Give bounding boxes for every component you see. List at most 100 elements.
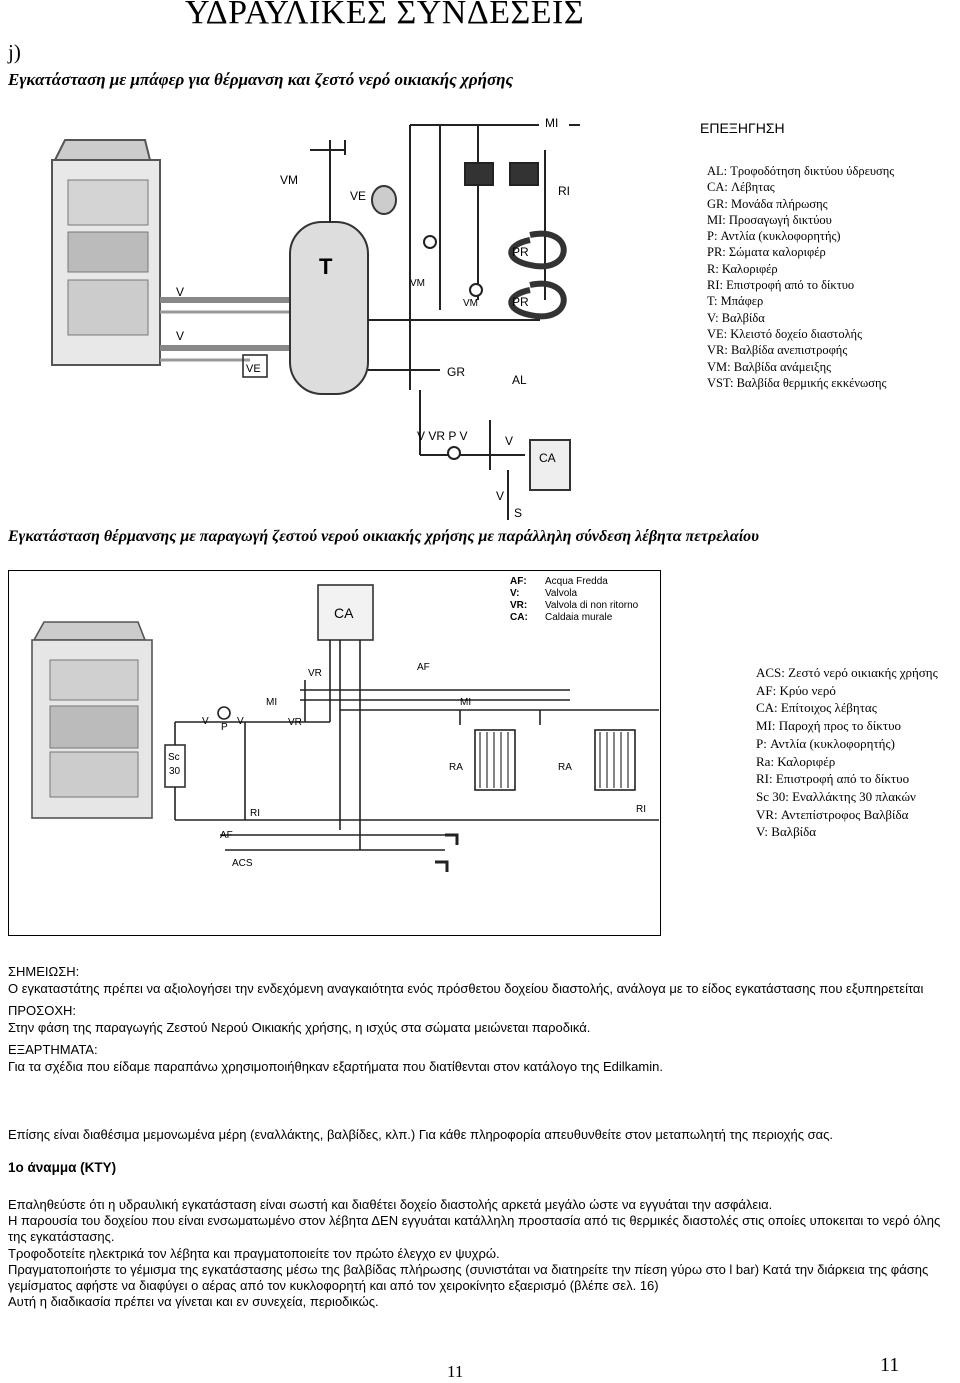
legend-heading: ΕΠΕΞΗΓΗΣΗ — [700, 120, 785, 136]
faucet-icon — [435, 860, 449, 872]
buffer-tank — [289, 221, 369, 395]
ignition-paragraphs: Επαληθεύστε ότι η υδραυλική εγκατάσταση … — [8, 1197, 953, 1310]
label-ve: VE — [246, 363, 261, 375]
pump-icon — [423, 235, 437, 249]
ignition-heading: 1ο άναμμα (ΚΤΥ) — [8, 1160, 117, 1175]
inner-legend-value: Caldaia murale — [545, 612, 613, 623]
label-sc: Sc — [168, 752, 180, 763]
parallel-boiler-diagram: AF: Acqua Fredda V: Valvola VR: Valvola … — [31, 576, 659, 872]
wall-boiler — [529, 439, 571, 491]
label-vm: VM — [410, 278, 425, 289]
legend-item: T: Μπάφερ — [707, 294, 764, 309]
inner-legend-value: Acqua Fredda — [545, 576, 608, 587]
page-number: 11 — [880, 1354, 900, 1376]
legend-item: CA: Επίτοιχος λέβητας — [756, 700, 877, 716]
ignition-paragraph: Η παρουσία του δοχείου που είναι ενσωματ… — [8, 1213, 941, 1245]
ignition-paragraph: Επαληθεύστε ότι η υδραυλική εγκατάσταση … — [8, 1197, 773, 1212]
label-sc30: 30 — [169, 766, 181, 777]
label-s: S — [514, 506, 522, 520]
label-v: V — [505, 434, 513, 448]
notes-block: ΣΗΜΕΙΩΣΗ: Ο εγκαταστάτης πρέπει να αξιολ… — [8, 964, 948, 1075]
label-vm: VM — [463, 298, 478, 309]
label-ra: RA — [558, 762, 572, 773]
inner-legend-key: CA: — [510, 612, 528, 623]
caution-text: Στην φάση της παραγωγής Ζεστού Νερού Οικ… — [8, 1019, 591, 1035]
ignition-paragraph: Πραγματοποιήστε το γέμισμα της εγκατάστα… — [8, 1261, 929, 1294]
pump-icon — [469, 283, 483, 297]
inner-legend-key: V: — [510, 588, 519, 599]
legend-item: V: Βαλβίδα — [707, 310, 765, 325]
legend-item: AF: Κρύο νερό — [756, 682, 836, 698]
page-title: ΥΔΡΑΥΛΙΚΕΣ ΣΥΝΔΕΣΕΙΣ — [185, 0, 585, 31]
diagram2-frame — [8, 570, 661, 936]
legend2-list: ACS: Ζεστό νερό οικιακής χρήσης AF: Κρύο… — [756, 664, 938, 841]
legend-item: RI: Επιστροφή από το δίκτυο — [707, 278, 855, 293]
label-ra: RA — [449, 762, 463, 773]
label-v: V — [202, 716, 209, 727]
wall-boiler — [317, 584, 374, 641]
label-v: V — [176, 329, 184, 343]
legend-item: P: Αντλία (κυκλοφορητής) — [756, 735, 895, 751]
label-af: AF — [220, 830, 233, 841]
label-al: AL — [512, 373, 527, 387]
legend-item: VR: Βαλβίδα ανεπιστροφής — [707, 343, 848, 358]
legend-item: Sc 30: Εναλλάκτης 30 πλακών — [756, 788, 916, 804]
label-t: T — [319, 254, 333, 279]
accessories-text: Για τα σχέδια που είδαμε παραπάνω χρησιμ… — [8, 1058, 663, 1074]
label-ri: RI — [636, 804, 646, 815]
label-vr: VR — [308, 668, 322, 679]
note-heading: ΣΗΜΕΙΩΣΗ: — [8, 964, 80, 979]
label-vvrpv: V VR P V — [417, 429, 467, 443]
inner-legend-key: AF: — [510, 576, 527, 587]
label-acs: ACS — [232, 858, 253, 869]
radiator-2 — [509, 162, 539, 186]
label-gr: GR — [447, 365, 465, 379]
availability-paragraph: Επίσης είναι διαθέσιμα μεμονωμένα μέρη (… — [8, 1127, 953, 1144]
availability-text: Επίσης είναι διαθέσιμα μεμονωμένα μέρη (… — [8, 1127, 834, 1142]
accessories-heading: ΕΞΑΡΤΗΜΑΤΑ: — [8, 1042, 98, 1057]
pump-icon — [447, 446, 461, 460]
legend-item: Ra: Καλοριφέρ — [756, 753, 836, 769]
legend-item: GR: Μονάδα πλήρωσης — [707, 196, 828, 211]
legend-item: MI: Παροχή προς το δίκτυο — [756, 718, 902, 734]
legend-item: RI: Επιστροφή από το δίκτυο — [756, 771, 910, 787]
label-mi: MI — [266, 697, 277, 708]
label-ve: VE — [350, 189, 366, 203]
legend-item: CA: Λέβητας — [707, 180, 775, 195]
label-v: V — [237, 716, 244, 727]
diagram2-caption: Εγκατάσταση θέρμανσης με παραγωγή ζεστού… — [8, 528, 759, 545]
ignition-paragraph: Αυτή η διαδικασία πρέπει να γίνεται και … — [8, 1294, 379, 1310]
caution-heading: ΠΡΟΣΟΧΗ: — [8, 1003, 76, 1018]
legend-item: VM: Βαλβίδα ανάμειξης — [707, 359, 832, 374]
legend-item: V: Βαλβίδα — [756, 824, 817, 840]
label-pr: PR — [512, 245, 529, 259]
legend-item: R: Καλοριφέρ — [707, 261, 778, 276]
label-af: AF — [417, 662, 430, 673]
legend-item: PR: Σώματα καλοριφέρ — [707, 245, 826, 260]
label-ri: RI — [250, 808, 260, 819]
legend-item: MI: Προσαγωγή δικτύου — [707, 212, 832, 227]
inner-legend-key: VR: — [510, 600, 527, 611]
label-vm: VM — [280, 173, 298, 187]
inner-legend-value: Valvola — [545, 588, 577, 599]
legend-item: AL: Τροφοδότηση δικτύου ύδρευσης — [707, 164, 895, 178]
legend-item: VR: Αντεπίστροφος Βαλβίδα — [756, 806, 909, 822]
faucet-icon — [445, 833, 459, 845]
inner-legend-value: Valvola di non ritorno — [545, 600, 639, 611]
note-text: Ο εγκαταστάτης πρέπει να αξιολογήσει την… — [8, 980, 924, 996]
label-mi: MI — [460, 697, 471, 708]
page-number: 11 — [447, 1362, 464, 1381]
buffer-installation-diagram: MI VM VE T RI PR PR V V VE VM VM GR AL V… — [51, 111, 580, 520]
ignition-paragraph: Τροφοδοτείτε ηλεκτρικά τον λέβητα και πρ… — [8, 1245, 500, 1261]
legend-item: ACS: Ζεστό νερό οικιακής χρήσης — [756, 665, 938, 680]
pump-icon — [217, 706, 231, 720]
legend-item: VE: Κλειστό δοχείο διαστολής — [707, 326, 863, 341]
label-pr: PR — [512, 295, 529, 309]
label-vr: VR — [288, 717, 302, 728]
legend-item: VST: Βαλβίδα θερμικής εκκένωσης — [707, 375, 887, 390]
label-ri: RI — [558, 184, 570, 198]
radiator-1 — [464, 162, 494, 186]
section-mark: j) — [8, 40, 21, 64]
radiator — [474, 729, 516, 791]
label-v: V — [176, 285, 184, 299]
